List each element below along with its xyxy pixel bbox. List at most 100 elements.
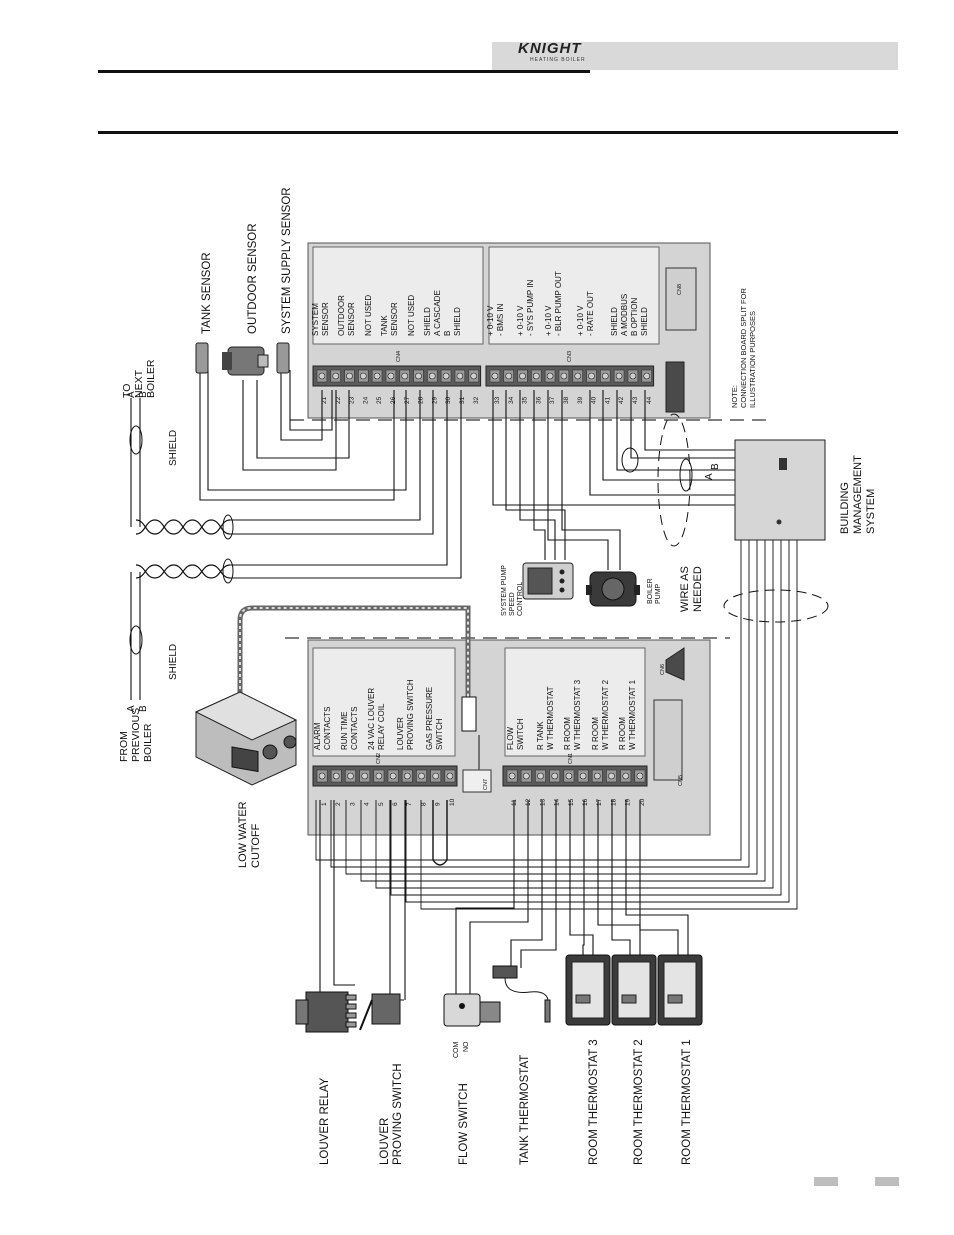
terminal-number: 4 bbox=[364, 802, 371, 806]
room-thermostat-1-wire bbox=[639, 800, 679, 955]
upper-group-label: SHIELD bbox=[640, 307, 649, 336]
louver-proving-switch-lever bbox=[359, 999, 373, 1031]
boiler-pump-flange bbox=[586, 585, 592, 595]
shield-loop bbox=[222, 514, 234, 540]
cn6-connector bbox=[665, 647, 685, 681]
lower-terminal-left-screw-head bbox=[403, 772, 411, 780]
cn5-connector bbox=[653, 699, 683, 781]
lower-terminal-left-screw-head bbox=[432, 772, 440, 780]
cn8-connector bbox=[665, 267, 697, 331]
upper-terminal-left-screw-head bbox=[456, 372, 464, 380]
modbus-shield-loop bbox=[621, 447, 639, 473]
upper-terminal-left-screw-head bbox=[318, 372, 326, 380]
modbus-a-label: A bbox=[704, 473, 715, 480]
lower-label-panel-left bbox=[312, 647, 456, 757]
flow-switch-body bbox=[443, 993, 481, 1027]
bms-wire bbox=[630, 390, 735, 459]
low-water-cutoff-port bbox=[283, 735, 297, 749]
upper-group-label: - BMS IN bbox=[496, 303, 505, 336]
bms-indicator bbox=[779, 458, 787, 470]
cn7-connector bbox=[462, 769, 492, 793]
upper-terminal-left-screw-head bbox=[359, 372, 367, 380]
lower-group-label: 24 VAC LOUVER bbox=[367, 688, 376, 750]
lower-terminal-right-screw-head bbox=[636, 772, 644, 780]
lower-group-label: R ROOM bbox=[563, 717, 572, 750]
to-next-boiler-label: BOILER bbox=[145, 359, 157, 398]
upper-group-label: NOT USED bbox=[364, 295, 373, 336]
lower-terminal-right-screw-head bbox=[537, 772, 544, 780]
terminal-number: 29 bbox=[431, 396, 438, 404]
tank-sensor-wire bbox=[199, 370, 395, 501]
bottom-device-label: LOUVER RELAY bbox=[319, 1077, 331, 1165]
upper-group-label: - SYS PUMP IN bbox=[526, 279, 535, 336]
low-water-cutoff-top bbox=[194, 691, 298, 741]
line-a-label: A bbox=[126, 705, 137, 712]
upper-label-panel-right bbox=[488, 246, 660, 345]
lower-label-panel-right bbox=[504, 647, 646, 757]
terminal-number: 37 bbox=[549, 396, 556, 404]
tank-thermostat-capillary bbox=[504, 977, 549, 1006]
tank-thermostat-bulb bbox=[544, 999, 551, 1023]
upper-terminal-right-block bbox=[485, 365, 655, 387]
upper-terminal-right-screw-head bbox=[519, 372, 526, 380]
louver-relay-body bbox=[305, 991, 349, 1033]
upper-group-label: SYSTEM bbox=[311, 303, 320, 336]
terminal-number: 21 bbox=[321, 396, 328, 404]
tank-thermostat-wire bbox=[510, 800, 543, 968]
cascade-wire bbox=[230, 390, 434, 535]
lower-group-label: R TANK bbox=[536, 721, 545, 750]
terminal-number: 40 bbox=[591, 396, 598, 404]
tank-sensor-wire bbox=[207, 370, 407, 491]
bms-wire bbox=[589, 390, 735, 496]
connection-board-note: NOTE: bbox=[730, 385, 739, 408]
upper-group-label: - BLR PUMP OUT bbox=[554, 271, 563, 336]
lower-group-label: PROVING SWITCH bbox=[406, 679, 415, 750]
brand-logo-subtext: HEATING BOILER bbox=[530, 57, 586, 63]
supply-sensor-wire bbox=[280, 370, 323, 441]
bms-wire bbox=[602, 390, 735, 481]
gas-pressure-jumper bbox=[432, 800, 448, 866]
room-thermostat-3-display bbox=[575, 994, 591, 1004]
upper-terminal-right-screw-head bbox=[601, 372, 609, 380]
supply-sensor-wire bbox=[289, 370, 333, 431]
louver-relay-pin bbox=[345, 994, 357, 1001]
louver-proving-switch-body bbox=[371, 993, 401, 1025]
terminal-number: 5 bbox=[378, 802, 385, 806]
lower-terminal-right-screw-head bbox=[551, 772, 559, 780]
terminal-number: 11 bbox=[511, 799, 518, 806]
louver-relay-pin bbox=[345, 1003, 357, 1010]
lwco-cable-braid bbox=[239, 607, 469, 698]
room-thermostat-3-wire bbox=[569, 800, 594, 955]
terminal-number: 31 bbox=[459, 396, 466, 404]
building-management-system-label: BUILDING bbox=[839, 482, 851, 534]
flow-switch-no-label: NO bbox=[463, 1041, 470, 1052]
upper-group-label: A CASCADE bbox=[433, 290, 442, 336]
line-a-label: A bbox=[126, 391, 137, 398]
lower-group-label: W THERMOSTAT 3 bbox=[573, 679, 582, 750]
connection-board-note: CONNECTION BOARD SPLIT FOR bbox=[739, 288, 748, 408]
room-thermostat-1-display bbox=[667, 994, 683, 1004]
flow-switch-wire bbox=[455, 800, 515, 994]
low-water-cutoff-window bbox=[231, 746, 259, 773]
terminal-number: 9 bbox=[435, 802, 442, 806]
upper-terminal-left-screw-head bbox=[470, 372, 478, 380]
tank-thermostat-wire bbox=[520, 800, 557, 968]
louver-relay-pin bbox=[345, 1012, 357, 1019]
lower-group-label: CONTACTS bbox=[323, 707, 332, 750]
upper-group-label: SENSOR bbox=[321, 302, 330, 336]
room-thermostat-2-faceplate bbox=[617, 961, 651, 1019]
terminal-number: 22 bbox=[335, 396, 342, 404]
connector-label: CN6 bbox=[660, 664, 666, 675]
shield-label: SHIELD bbox=[168, 430, 179, 466]
room-thermostat-1-wire bbox=[625, 800, 689, 955]
header-rule-top bbox=[98, 70, 590, 73]
terminal-number: 25 bbox=[376, 396, 383, 404]
outdoor-sensor-wire bbox=[256, 380, 350, 459]
upper-terminal-right-screw-head bbox=[588, 372, 595, 380]
boiler-pump-wire bbox=[547, 390, 609, 570]
bottom-device-label: FLOW SWITCH bbox=[458, 1083, 470, 1165]
cascade-wire bbox=[230, 390, 462, 579]
header-bar bbox=[492, 42, 898, 70]
upper-group-label: SHIELD bbox=[423, 307, 432, 336]
terminal-number: 16 bbox=[582, 798, 589, 806]
